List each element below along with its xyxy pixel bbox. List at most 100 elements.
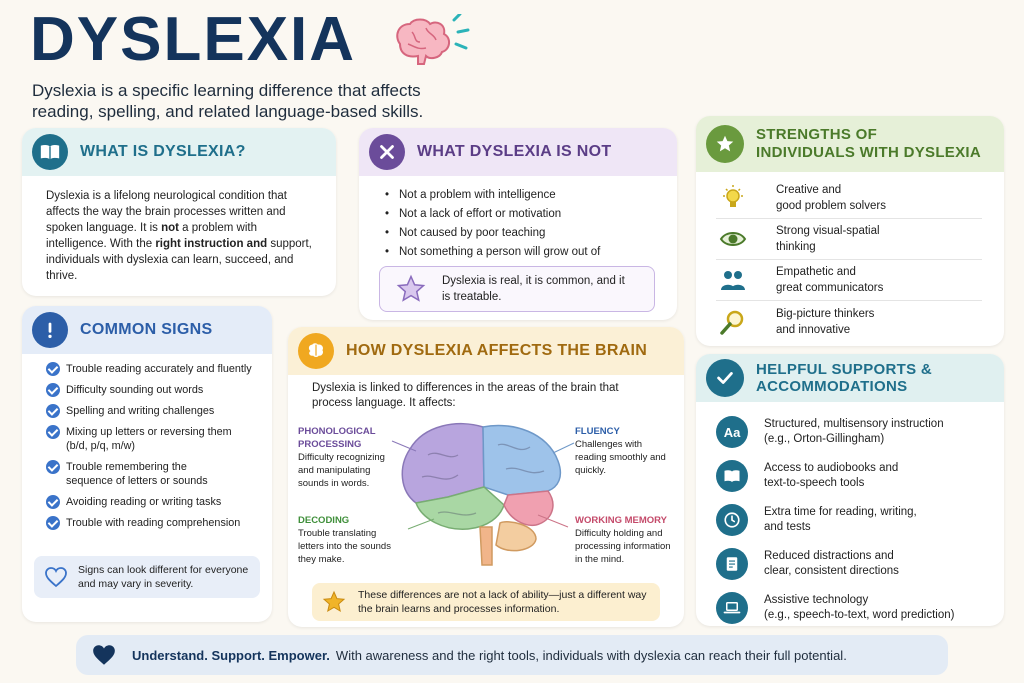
area-working-memory: WORKING MEMORY Difficulty holding and pr… bbox=[575, 514, 679, 566]
support-text-line2: and tests bbox=[764, 521, 811, 533]
support-item: Access to audiobooks and text-to-speech t… bbox=[716, 456, 982, 496]
check-icon bbox=[46, 495, 60, 509]
what-not-header: WHAT DYSLEXIA IS NOT bbox=[359, 128, 677, 176]
support-item: Assistive technology (e.g., speech-to-tex… bbox=[716, 588, 982, 626]
check-icon bbox=[46, 383, 60, 397]
area-fluency-text: Challenges with reading smoothly and qui… bbox=[575, 439, 666, 476]
list-item: Mixing up letters or reversing them (b/d… bbox=[46, 425, 236, 453]
heart-outline-icon bbox=[45, 567, 67, 588]
what-not-note-text: Dyslexia is real, it is common, and it i… bbox=[442, 275, 625, 303]
strength-text-line2: great communicators bbox=[776, 282, 884, 294]
support-text-line2: text-to-speech tools bbox=[764, 477, 865, 489]
magnifier-icon bbox=[716, 307, 750, 337]
what-dyslexia-is-not-card: WHAT DYSLEXIA IS NOT Not a problem with … bbox=[359, 128, 677, 320]
support-text-line1: Access to audiobooks and bbox=[764, 462, 899, 474]
sign-text: Mixing up letters or reversing them (b/d… bbox=[66, 426, 232, 452]
check-icon bbox=[46, 404, 60, 418]
support-text-line1: Structured, multisensory instruction bbox=[764, 418, 944, 430]
support-text: Assistive technology (e.g., speech-to-tex… bbox=[764, 593, 954, 623]
sign-text: Trouble with reading comprehension bbox=[66, 517, 241, 529]
supports-heading: HELPFUL SUPPORTS &ACCOMMODATIONS bbox=[756, 361, 932, 395]
book-icon bbox=[716, 460, 748, 492]
area-phonological-label: PHONOLOGICAL PROCESSING bbox=[298, 426, 376, 450]
check-icon bbox=[46, 460, 60, 474]
what-is-text-1: Dyslexia is a lifelong neurological cond… bbox=[46, 190, 288, 234]
brain-note-text: These differences are not a lack of abil… bbox=[358, 589, 647, 615]
list-item: Not a problem with intelligence bbox=[385, 186, 677, 205]
brain-stem bbox=[479, 526, 493, 566]
common-signs-note: Signs can look different for everyone an… bbox=[34, 556, 260, 598]
area-phonological-text: Difficulty recognizing and manipulating … bbox=[298, 452, 385, 489]
strength-text: Empathetic and great communicators bbox=[776, 264, 883, 296]
brain-header: HOW DYSLEXIA AFFECTS THE BRAIN bbox=[288, 327, 684, 375]
supports-heading-line1: HELPFUL SUPPORTS & bbox=[756, 361, 932, 378]
area-phonological: PHONOLOGICAL PROCESSING Difficulty recog… bbox=[298, 425, 402, 490]
star-badge-icon bbox=[706, 125, 744, 163]
list-item: Spelling and writing challenges bbox=[46, 404, 272, 418]
strength-item: Creative and good problem solvers bbox=[716, 178, 982, 219]
document-icon bbox=[716, 548, 748, 580]
list-item: Not something a person will grow out of bbox=[385, 243, 677, 262]
supports-card: HELPFUL SUPPORTS &ACCOMMODATIONS Aa Stru… bbox=[696, 354, 1004, 626]
page-subtitle: Dyslexia is a specific learning differen… bbox=[32, 81, 424, 121]
brain-note: These differences are not a lack of abil… bbox=[312, 583, 660, 621]
footer-banner: Understand. Support. Empower. With aware… bbox=[76, 635, 948, 675]
support-text-line2: (e.g., speech-to-text, word prediction) bbox=[764, 609, 955, 621]
check-icon bbox=[46, 425, 60, 439]
list-item: Trouble reading accurately and fluently bbox=[46, 362, 272, 376]
what-is-dyslexia-card: WHAT IS DYSLEXIA? Dyslexia is a lifelong… bbox=[22, 128, 336, 296]
frontal-lobe bbox=[401, 422, 485, 504]
sign-text: Difficulty sounding out words bbox=[66, 384, 204, 396]
strength-text-line1: Empathetic and bbox=[776, 266, 856, 278]
what-is-dyslexia-text: Dyslexia is a lifelong neurological cond… bbox=[22, 176, 336, 284]
brain-diagram bbox=[391, 422, 575, 566]
area-decoding-label: DECODING bbox=[298, 515, 350, 526]
sign-text: Spelling and writing challenges bbox=[66, 405, 215, 417]
common-signs-header: COMMON SIGNS bbox=[22, 306, 272, 354]
support-item: Aa Structured, multisensory instruction (… bbox=[716, 412, 982, 452]
list-item: Not caused by poor teaching bbox=[385, 224, 677, 243]
what-is-bold-2: right instruction and bbox=[155, 238, 268, 250]
what-is-bold-1: not bbox=[161, 222, 179, 234]
x-icon bbox=[369, 134, 405, 170]
support-text-line2: clear, consistent directions bbox=[764, 565, 899, 577]
list-item: Trouble remembering the sequence of lett… bbox=[46, 460, 221, 488]
support-text-line2: (e.g., Orton-Gillingham) bbox=[764, 433, 885, 445]
parietal-lobe bbox=[482, 424, 562, 496]
what-is-text-3: support, individuals with dyslexia can l… bbox=[46, 238, 312, 282]
star-icon bbox=[322, 590, 346, 613]
brain-heading: HOW DYSLEXIA AFFECTS THE BRAIN bbox=[346, 342, 648, 359]
what-not-heading: WHAT DYSLEXIA IS NOT bbox=[417, 143, 612, 160]
common-signs-heading: COMMON SIGNS bbox=[80, 321, 213, 338]
what-is-dyslexia-header: WHAT IS DYSLEXIA? bbox=[22, 128, 336, 176]
support-text: Access to audiobooks and text-to-speech t… bbox=[764, 461, 898, 491]
support-text: Structured, multisensory instruction (e.g… bbox=[764, 417, 944, 447]
strength-item: Empathetic and great communicators bbox=[716, 260, 982, 301]
what-is-dyslexia-heading: WHAT IS DYSLEXIA? bbox=[80, 143, 246, 160]
common-signs-note-text: Signs can look different for everyone an… bbox=[78, 564, 249, 590]
support-text-line1: Assistive technology bbox=[764, 594, 869, 606]
what-not-note: Dyslexia is real, it is common, and it i… bbox=[379, 266, 655, 312]
check-icon bbox=[46, 362, 60, 376]
strength-text-line2: good problem solvers bbox=[776, 200, 886, 212]
support-text-line1: Extra time for reading, writing, bbox=[764, 506, 917, 518]
support-text: Extra time for reading, writing, and test… bbox=[764, 505, 917, 535]
area-working-memory-text: Difficulty holding and processing inform… bbox=[575, 528, 671, 565]
brain-card: HOW DYSLEXIA AFFECTS THE BRAIN Dyslexia … bbox=[288, 327, 684, 627]
brain-icon bbox=[298, 333, 334, 369]
common-signs-card: COMMON SIGNS Trouble reading accurately … bbox=[22, 306, 272, 622]
strength-text-line2: thinking bbox=[776, 241, 816, 253]
what-is-text-2: a problem with intelligence. With the bbox=[46, 222, 257, 250]
exclamation-icon bbox=[32, 312, 68, 348]
aa-icon: Aa bbox=[716, 416, 748, 448]
lightbulb-icon bbox=[716, 183, 750, 213]
sign-text: Trouble remembering the sequence of lett… bbox=[66, 461, 208, 487]
strength-text-line1: Creative and bbox=[776, 184, 842, 196]
checkmark-icon bbox=[706, 359, 744, 397]
